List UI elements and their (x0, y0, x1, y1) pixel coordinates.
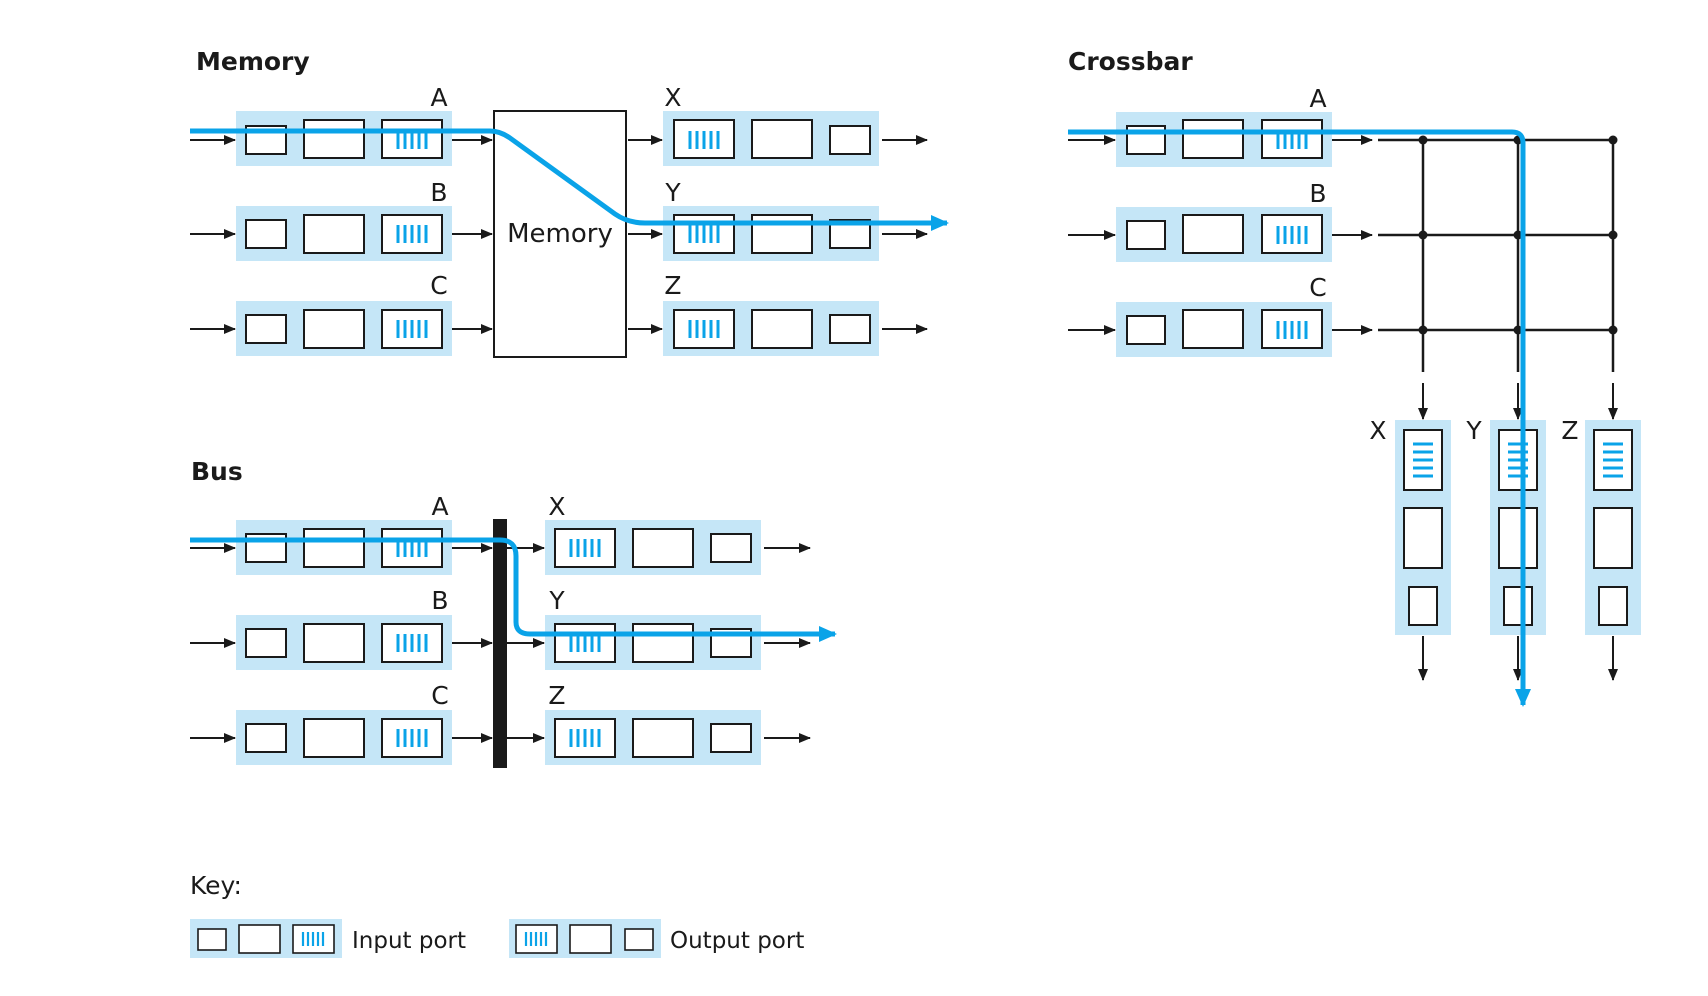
crossbar-input-arrows (1068, 135, 1373, 335)
crossbar-input-port-c: C (1116, 273, 1332, 357)
memory-output-port-z: Z (663, 271, 879, 356)
crossbar-title: Crossbar (1068, 47, 1193, 76)
crossbar-input-label-c: C (1309, 273, 1326, 302)
memory-output-label-y: Y (664, 178, 681, 207)
crossbar-input-port-a: A (1116, 84, 1332, 167)
memory-input-port-b: B (236, 178, 452, 261)
crossbar-output-port-y: Y (1465, 416, 1546, 635)
crossbar-input-port-b: B (1116, 179, 1332, 262)
key-input-port-swatch (190, 919, 342, 958)
crossbar-packet-path (1068, 129, 1531, 707)
bus-arrows (190, 543, 811, 743)
bus-packet-path (190, 537, 837, 642)
key-output-port-label: Output port (670, 928, 804, 954)
memory-output-arrows (628, 135, 928, 334)
bus-input-label-b: B (431, 586, 448, 615)
memory-input-arrows (190, 135, 493, 334)
bus-input-port-b: B (236, 586, 452, 670)
crossbar-output-label-x: X (1369, 416, 1386, 445)
bus-input-port-a: A (236, 492, 452, 575)
bus-input-label-c: C (431, 681, 448, 710)
memory-output-label-x: X (664, 83, 681, 112)
memory-box: Memory (493, 110, 627, 358)
crossbar-output-label-y: Y (1465, 416, 1482, 445)
legend-key: Key: Input port Output port (190, 871, 804, 958)
key-output-port-swatch (509, 919, 661, 958)
memory-output-port-x: X (663, 83, 879, 166)
crossbar-output-port-z: Z (1561, 416, 1641, 635)
bus-output-port-z: Z (545, 681, 761, 765)
memory-output-label-z: Z (664, 271, 681, 300)
bus-output-label-z: Z (548, 681, 565, 710)
bus-output-label-y: Y (548, 586, 565, 615)
crossbar-output-label-z: Z (1561, 416, 1578, 445)
bus-input-label-a: A (431, 492, 448, 521)
memory-input-port-c: C (236, 271, 452, 356)
memory-packet-path (190, 128, 949, 231)
memory-input-port-a: A (236, 83, 452, 166)
bus-output-label-x: X (548, 492, 565, 521)
memory-input-label-b: B (430, 178, 447, 207)
crossbar-output-port-x: X (1369, 416, 1451, 635)
memory-output-port-y: Y (663, 178, 879, 261)
bus-output-port-y: Y (545, 586, 761, 670)
memory-title: Memory (196, 47, 310, 76)
crossbar-input-label-b: B (1309, 179, 1326, 208)
bus-section: Bus A B C (190, 457, 837, 768)
key-input-port-label: Input port (352, 928, 466, 954)
crossbar-input-label-a: A (1309, 84, 1326, 113)
crossbar-output-arrows (1418, 383, 1618, 681)
memory-input-label-a: A (430, 83, 447, 112)
bus-input-port-c: C (236, 681, 452, 765)
key-title: Key: (190, 871, 242, 900)
crossbar-junctions (1418, 135, 1618, 335)
crossbar-section: Crossbar A B C (1068, 47, 1641, 707)
memory-section: Memory A B C (190, 47, 949, 358)
memory-box-label: Memory (507, 219, 613, 249)
crossbar-grid (1378, 138, 1615, 372)
bus-output-port-x: X (545, 492, 761, 575)
bus-title: Bus (191, 457, 243, 486)
bus-bar (493, 519, 507, 768)
memory-input-label-c: C (430, 271, 447, 300)
